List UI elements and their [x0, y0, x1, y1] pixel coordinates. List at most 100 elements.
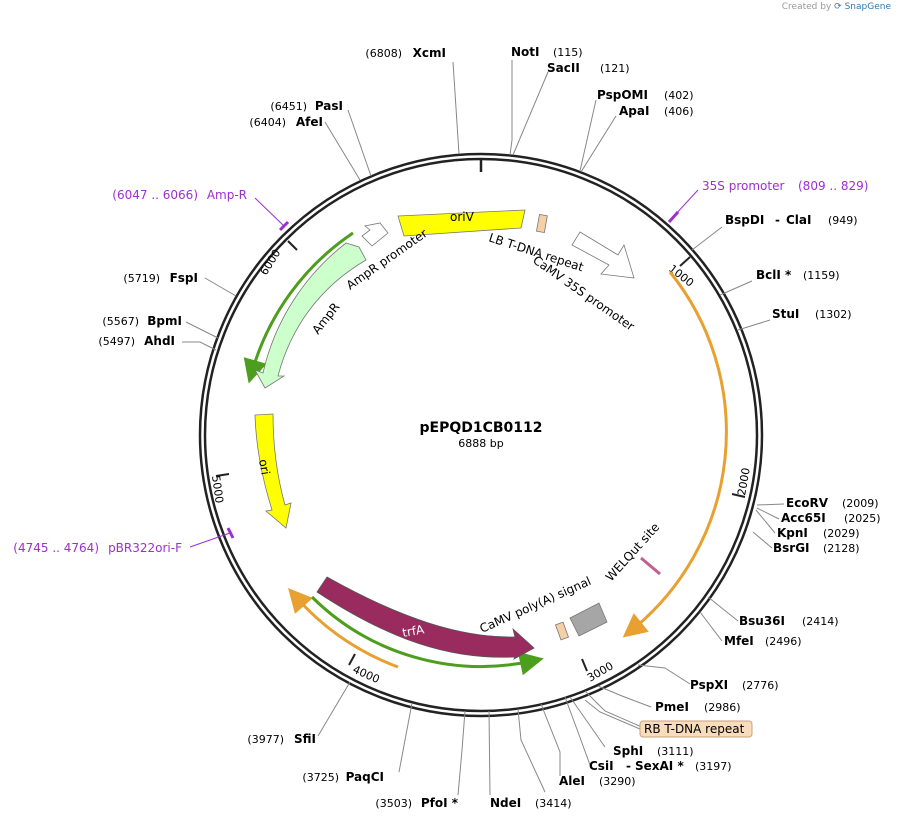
enzyme-kpni[interactable]: KpnI: [777, 526, 808, 540]
snapgene-credit: Created by ⟳ SnapGene: [782, 2, 891, 12]
primers: 35S promoter (809 .. 829) pBR322ori-F (4…: [13, 179, 868, 555]
enzyme-alei[interactable]: AleI: [559, 774, 585, 788]
enzyme-ndei-pos: (3414): [535, 797, 572, 810]
enzyme-pspxi[interactable]: PspXI: [690, 678, 728, 692]
tick-5000: 5000: [209, 475, 226, 505]
rb-tdna-label: RB T-DNA repeat: [644, 722, 745, 736]
enzyme-acc65i[interactable]: Acc65I: [781, 511, 826, 525]
tick-3000: 3000: [585, 659, 616, 684]
enzyme-pfoi[interactable]: PfoI *: [421, 796, 459, 810]
enzyme-pmei-pos: (2986): [704, 701, 741, 714]
enzyme-noti-pos: (115): [553, 46, 583, 59]
enzyme-bspdi[interactable]: BspDI: [725, 213, 764, 227]
enzyme-alei-pos: (3290): [599, 775, 636, 788]
enzyme-sacii[interactable]: SacII: [547, 61, 580, 75]
enzyme-bsu36i-pos: (2414): [802, 615, 839, 628]
enzyme-afei[interactable]: AfeI: [296, 115, 323, 129]
enzyme-pspomi-pos: (402): [664, 89, 694, 102]
enzyme-clai-pos: (949): [828, 214, 858, 227]
credit-prefix: Created by: [781, 2, 832, 12]
enzyme-bcli-pos: (1159): [803, 269, 840, 282]
enzyme-bpmi-pos: (5567): [102, 315, 139, 328]
enzyme-csii-sep: -: [626, 759, 631, 773]
feature-label-welqut: WELQut site: [603, 520, 663, 584]
primer-pbr322ori-f[interactable]: pBR322ori-F: [108, 541, 182, 555]
enzyme-pmei[interactable]: PmeI: [655, 700, 689, 714]
enzyme-ecorv-pos: (2009): [842, 497, 879, 510]
orf-arc-left-green: [243, 231, 354, 384]
enzyme-sexai-pos: (3197): [695, 760, 732, 773]
credit-brand: SnapGene: [844, 2, 891, 12]
enzyme-pspomi[interactable]: PspOMI: [597, 88, 648, 102]
enzyme-sfii[interactable]: SfiI: [294, 732, 316, 746]
enzyme-bpmi[interactable]: BpmI: [147, 314, 182, 328]
enzyme-ndei[interactable]: NdeI: [490, 796, 521, 810]
enzyme-pasi-pos: (6451): [270, 100, 307, 113]
enzyme-acc65i-pos: (2025): [844, 512, 881, 525]
enzyme-sfii-pos: (3977): [247, 733, 284, 746]
enzyme-mfei-pos: (2496): [765, 635, 802, 648]
rb-tdna-callout[interactable]: RB T-DNA repeat: [584, 699, 753, 738]
enzyme-pasi[interactable]: PasI: [315, 99, 343, 113]
feature-label-oriv: oriV: [450, 210, 475, 224]
enzyme-ahdi-pos: (5497): [98, 335, 135, 348]
enzyme-labels-left: PfoI * (3503) PaqCI (3725) SfiI (3977) A…: [98, 46, 458, 810]
feature-trfa[interactable]: trfA: [316, 576, 535, 660]
enzyme-paqci-pos: (3725): [302, 771, 339, 784]
primer-amp-r[interactable]: Amp-R: [207, 188, 247, 202]
feature-oriv[interactable]: oriV: [397, 209, 526, 237]
enzyme-mfei[interactable]: MfeI: [724, 634, 754, 648]
orf-arc-right: [622, 271, 728, 638]
enzyme-bcli[interactable]: BclI *: [756, 268, 792, 282]
enzyme-csii[interactable]: CsiI: [589, 759, 614, 773]
enzyme-clai[interactable]: ClaI: [786, 213, 811, 227]
enzyme-noti[interactable]: NotI: [511, 45, 540, 59]
feature-label-ori: ori: [256, 458, 272, 476]
enzyme-sphi[interactable]: SphI: [613, 744, 643, 758]
feature-ori[interactable]: ori: [254, 413, 292, 529]
tick-6000: 6000: [258, 247, 284, 278]
enzyme-fspi[interactable]: FspI: [170, 271, 198, 285]
enzyme-sphi-pos: (3111): [657, 745, 694, 758]
enzyme-apai-pos: (406): [664, 105, 694, 118]
enzyme-bsrgi-pos: (2128): [823, 542, 860, 555]
enzyme-paqci[interactable]: PaqCI: [346, 770, 384, 784]
feature-rb-small: [554, 621, 570, 641]
snapgene-logo-icon: ⟳: [834, 2, 842, 12]
enzyme-kpni-pos: (2029): [823, 527, 860, 540]
enzyme-lines: [182, 60, 785, 796]
plasmid-name: pEPQD1CB0112: [419, 420, 542, 436]
enzyme-stui[interactable]: StuI: [772, 307, 799, 321]
orf-arc-bottom-green: [310, 595, 544, 676]
enzyme-xcmi-pos: (6808): [365, 47, 402, 60]
backbone: [198, 152, 764, 718]
primer-amp-r-range: (6047 .. 6066): [112, 188, 198, 202]
feature-camv35s[interactable]: CaMV 35S promoter: [530, 231, 637, 334]
enzyme-ahdi[interactable]: AhdI: [144, 334, 175, 348]
enzyme-fspi-pos: (5719): [123, 272, 160, 285]
primer-35s-promoter[interactable]: 35S promoter: [702, 179, 784, 193]
feature-label-ampr: AmpR: [309, 300, 342, 337]
tick-4000: 4000: [351, 663, 382, 686]
feature-camv-polya[interactable]: CaMV poly(A) signal: [478, 574, 608, 637]
enzyme-apai[interactable]: ApaI: [619, 104, 649, 118]
enzyme-afei-pos: (6404): [249, 116, 286, 129]
enzyme-labels: NotI (115) SacII (121) PspOMI (402) ApaI…: [490, 45, 881, 810]
enzyme-pspxi-pos: (2776): [742, 679, 779, 692]
enzyme-stui-pos: (1302): [815, 308, 852, 321]
enzyme-pfoi-pos: (3503): [375, 797, 412, 810]
primer-pbr322ori-f-range: (4745 .. 4764): [13, 541, 99, 555]
feature-label-trfa: trfA: [401, 622, 426, 640]
feature-welqut[interactable]: WELQut site: [603, 520, 663, 584]
orf-arc-bottom-left: [288, 588, 399, 669]
primer-35s-promoter-range: (809 .. 829): [798, 179, 868, 193]
enzyme-bsrgi[interactable]: BsrGI: [773, 541, 810, 555]
enzyme-sacii-pos: (121): [600, 62, 630, 75]
enzyme-ecorv[interactable]: EcoRV: [786, 496, 829, 510]
enzyme-bsu36i[interactable]: Bsu36I: [739, 614, 785, 628]
enzyme-xcmi[interactable]: XcmI: [413, 46, 446, 60]
tick-2000: 2000: [735, 467, 753, 497]
enzyme-bspdi-sep: -: [775, 213, 780, 227]
enzyme-sexai[interactable]: SexAI *: [635, 759, 684, 773]
